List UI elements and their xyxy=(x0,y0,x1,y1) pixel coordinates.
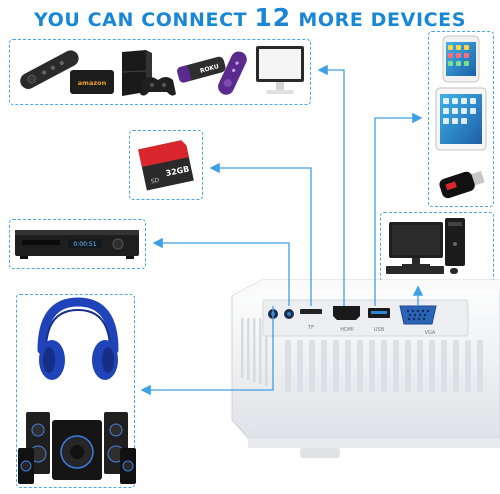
vga-port-label: VGA xyxy=(425,330,436,336)
hdmi-port-label: HDMI xyxy=(340,327,353,333)
roku-remote-icon xyxy=(218,51,247,95)
hdmi-arrow xyxy=(317,64,345,306)
speaker-system-icon xyxy=(18,412,136,484)
sd-card-box xyxy=(129,130,203,200)
audio-devices-box xyxy=(16,294,135,488)
smartphone-icon xyxy=(442,35,480,83)
roku-brand-label: ROKU xyxy=(199,63,219,75)
headline: YOU CAN CONNECT 12 MORE DEVICES xyxy=(0,4,500,32)
usb-arrow xyxy=(374,112,423,306)
headphones-icon xyxy=(37,297,119,380)
fire-stick-remote-icon xyxy=(20,50,79,89)
av-arrow xyxy=(152,237,290,306)
dvd-player-box xyxy=(9,219,146,269)
headline-number: 12 xyxy=(254,3,292,32)
monitor-icon xyxy=(256,46,304,94)
fire-stick-icon: amazon xyxy=(70,70,114,94)
fire-stick-brand-label: amazon xyxy=(78,79,107,87)
usb-port-label: USB xyxy=(374,327,385,333)
sd-class-label: SD xyxy=(150,177,160,186)
headline-prefix: YOU CAN CONNECT xyxy=(33,9,255,31)
usb-flash-drive-icon xyxy=(439,170,485,199)
dvd-display-text: 0:00:51 xyxy=(73,241,96,248)
headline-suffix: MORE DEVICES xyxy=(291,9,467,31)
tf-arrow xyxy=(209,162,312,306)
streaming-devices-box xyxy=(9,39,311,105)
desktop-computer-icon xyxy=(386,218,465,274)
port-panel: TF HDMI USB VGA xyxy=(262,299,469,337)
dvd-player-icon: 0:00:51 xyxy=(15,230,139,259)
roku-stick-icon: ROKU xyxy=(177,56,226,83)
tf-port-label: TF xyxy=(307,325,314,331)
sd-card-icon: 32GB SD xyxy=(138,140,194,191)
mobile-devices-box xyxy=(428,31,494,207)
tablet-icon xyxy=(435,87,487,151)
audio-arrow xyxy=(140,306,274,396)
gamepad-icon xyxy=(140,77,176,96)
